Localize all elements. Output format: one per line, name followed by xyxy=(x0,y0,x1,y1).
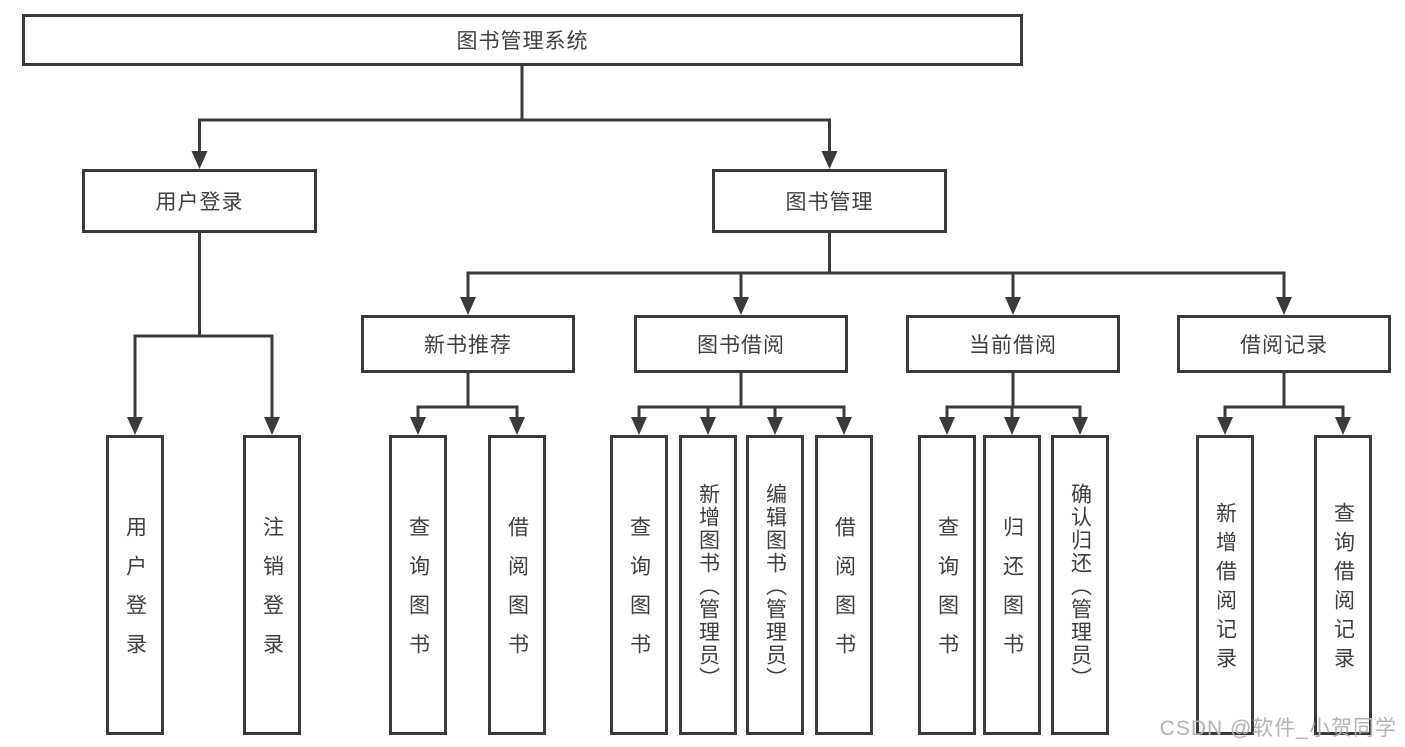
node-root: 图书管理系统 xyxy=(22,14,1023,66)
leaf-query-books-recommend: 查询图书 xyxy=(389,435,447,735)
csdn-watermark: CSDN @软件_小贺同学 xyxy=(1159,717,1397,740)
leaf-return-books: 归还图书 xyxy=(983,435,1041,735)
node-root-label: 图书管理系统 xyxy=(456,30,589,53)
leaf-borrow-books-recommend-label: 借阅图书 xyxy=(505,516,529,672)
leaf-borrow-books-label: 借阅图书 xyxy=(832,516,856,672)
leaf-query-books-borrow: 查询图书 xyxy=(610,435,668,735)
node-book-management: 图书管理 xyxy=(712,169,947,233)
leaf-query-books-current: 查询图书 xyxy=(918,435,976,735)
leaf-borrow-books: 借阅图书 xyxy=(815,435,873,735)
leaf-edit-books-admin-label: 编辑图书（管理员） xyxy=(763,482,787,690)
node-book-borrow-label: 图书借阅 xyxy=(697,334,785,357)
node-borrow-records-label: 借阅记录 xyxy=(1240,334,1328,357)
leaf-edit-books-admin: 编辑图书（管理员） xyxy=(746,435,804,735)
leaf-user-login: 用户登录 xyxy=(106,435,164,735)
node-new-book-recommend: 新书推荐 xyxy=(361,315,575,373)
leaf-query-books-borrow-label: 查询图书 xyxy=(627,516,651,672)
leaf-confirm-return-admin-label: 确认归还（管理员） xyxy=(1068,482,1092,690)
leaf-borrow-books-recommend: 借阅图书 xyxy=(488,435,546,735)
leaf-add-books-admin: 新增图书（管理员） xyxy=(679,435,737,735)
node-user-login: 用户登录 xyxy=(82,169,317,233)
leaf-add-borrow-record: 新增借阅记录 xyxy=(1196,435,1254,735)
node-book-borrow: 图书借阅 xyxy=(634,315,848,373)
node-current-borrow-label: 当前借阅 xyxy=(969,334,1057,357)
node-book-management-label: 图书管理 xyxy=(785,191,874,214)
leaf-query-borrow-record-label: 查询借阅记录 xyxy=(1331,502,1355,676)
leaf-logout-login-label: 注销登录 xyxy=(260,516,284,672)
node-user-login-label: 用户登录 xyxy=(155,191,244,214)
leaf-add-borrow-record-label: 新增借阅记录 xyxy=(1213,502,1237,676)
node-borrow-records: 借阅记录 xyxy=(1177,315,1391,373)
leaf-query-borrow-record: 查询借阅记录 xyxy=(1314,435,1372,735)
leaf-add-books-admin-label: 新增图书（管理员） xyxy=(696,482,720,690)
leaf-logout-login: 注销登录 xyxy=(243,435,301,735)
node-current-borrow: 当前借阅 xyxy=(906,315,1120,373)
leaf-confirm-return-admin: 确认归还（管理员） xyxy=(1051,435,1109,735)
node-new-book-recommend-label: 新书推荐 xyxy=(424,334,512,357)
leaf-query-books-current-label: 查询图书 xyxy=(935,516,959,672)
leaf-user-login-label: 用户登录 xyxy=(123,516,147,672)
leaf-return-books-label: 归还图书 xyxy=(1000,516,1024,672)
leaf-query-books-recommend-label: 查询图书 xyxy=(406,516,430,672)
